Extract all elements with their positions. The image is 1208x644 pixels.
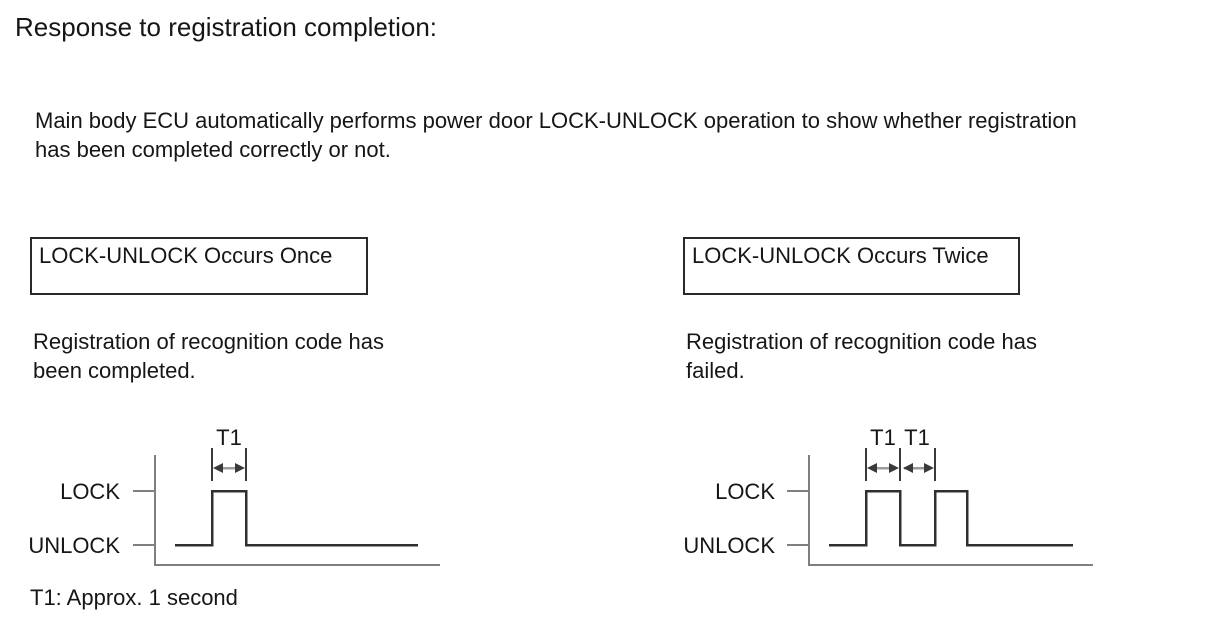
result-box-twice-label: LOCK-UNLOCK Occurs Twice — [692, 243, 989, 268]
caption-once: Registration of recognition code has bee… — [33, 327, 384, 385]
caption-once-line-1: Registration of recognition code has — [33, 329, 384, 354]
interval-label: T1 — [870, 425, 896, 450]
result-box-twice: LOCK-UNLOCK Occurs Twice — [683, 237, 1020, 295]
unlock-label: UNLOCK — [683, 533, 775, 558]
lock-label: LOCK — [715, 479, 775, 504]
interval-label: T1 — [216, 425, 242, 450]
caption-once-line-2: been completed. — [33, 358, 196, 383]
t1-footnote: T1: Approx. 1 second — [30, 585, 238, 610]
timing-diagram-once: T1 LOCK UNLOCK — [28, 425, 440, 566]
lock-label: LOCK — [60, 479, 120, 504]
signal-waveform — [175, 489, 418, 547]
arrow-left-icon — [867, 463, 877, 473]
intro-line-1: Main body ECU automatically performs pow… — [35, 108, 1077, 133]
intro-paragraph: Main body ECU automatically performs pow… — [35, 106, 1077, 164]
interval-label: T1 — [904, 425, 930, 450]
timing-diagram-twice: T1 T1 LOCK UNLOCK — [683, 425, 1093, 566]
arrow-left-icon — [903, 463, 913, 473]
unlock-label: UNLOCK — [28, 533, 120, 558]
caption-twice: Registration of recognition code has fai… — [686, 327, 1037, 385]
intro-line-2: has been completed correctly or not. — [35, 137, 391, 162]
arrow-right-icon — [889, 463, 899, 473]
page-title: Response to registration completion: — [15, 12, 438, 42]
signal-waveform — [829, 489, 1073, 547]
result-box-once: LOCK-UNLOCK Occurs Once — [30, 237, 368, 295]
result-box-once-label: LOCK-UNLOCK Occurs Once — [39, 243, 333, 268]
arrow-left-icon — [213, 463, 223, 473]
arrow-right-icon — [235, 463, 245, 473]
arrow-right-icon — [924, 463, 934, 473]
caption-twice-line-2: failed. — [686, 358, 745, 383]
caption-twice-line-1: Registration of recognition code has — [686, 329, 1037, 354]
